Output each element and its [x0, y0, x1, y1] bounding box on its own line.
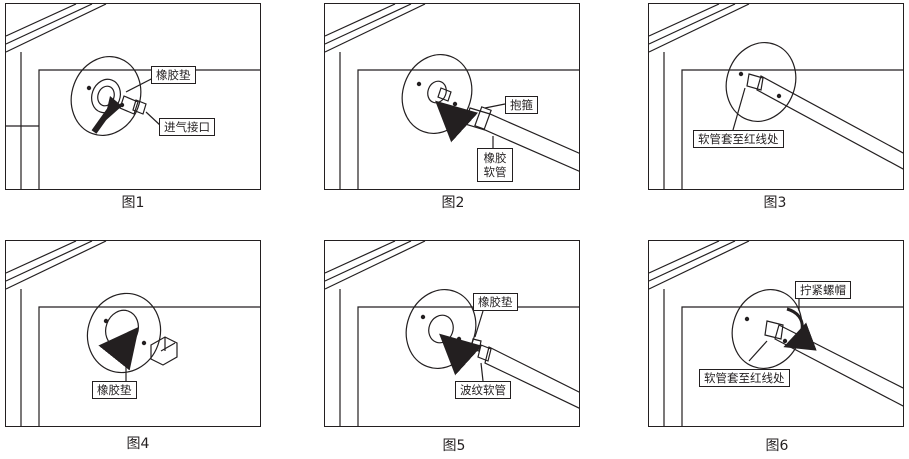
rubber-hose-label: 橡胶软管 — [477, 148, 513, 182]
figure-4-caption: 图4 — [126, 436, 150, 452]
figure-5-drawing — [325, 241, 579, 426]
gasket-label: 橡胶垫 — [473, 293, 518, 311]
figure-2-panel: 抱箍 橡胶软管 — [324, 3, 580, 190]
figure-1-drawing — [6, 4, 260, 189]
inlet-label: 进气接口 — [159, 118, 215, 136]
figure-4-panel: 橡胶垫 — [5, 240, 261, 427]
figure-5-panel: 橡胶垫 波纹软管 — [324, 240, 580, 427]
figure-3-caption: 图3 — [763, 195, 787, 211]
figure-4-drawing — [6, 241, 260, 426]
figure-6-panel: 拧紧螺帽 软管套至红线处 — [648, 240, 904, 427]
figure-1-panel: 橡胶垫 进气接口 — [5, 3, 261, 190]
figure-1-caption: 图1 — [121, 195, 145, 211]
corrugated-hose-label: 波纹软管 — [455, 381, 511, 399]
gasket-label: 橡胶垫 — [151, 66, 196, 84]
tighten-nut-label: 拧紧螺帽 — [795, 281, 851, 299]
hose-to-red-line-label: 软管套至红线处 — [693, 130, 784, 148]
figure-3-panel: 软管套至红线处 — [648, 3, 904, 190]
figure-6-drawing — [649, 241, 903, 426]
hose-to-red-line-label: 软管套至红线处 — [699, 369, 790, 387]
figure-2-drawing — [325, 4, 579, 189]
gasket-label: 橡胶垫 — [92, 381, 137, 399]
figure-3-drawing — [649, 4, 903, 189]
figure-6-caption: 图6 — [765, 438, 789, 454]
figure-5-caption: 图5 — [442, 438, 466, 454]
clamp-label: 抱箍 — [505, 96, 538, 114]
figure-2-caption: 图2 — [441, 195, 465, 211]
